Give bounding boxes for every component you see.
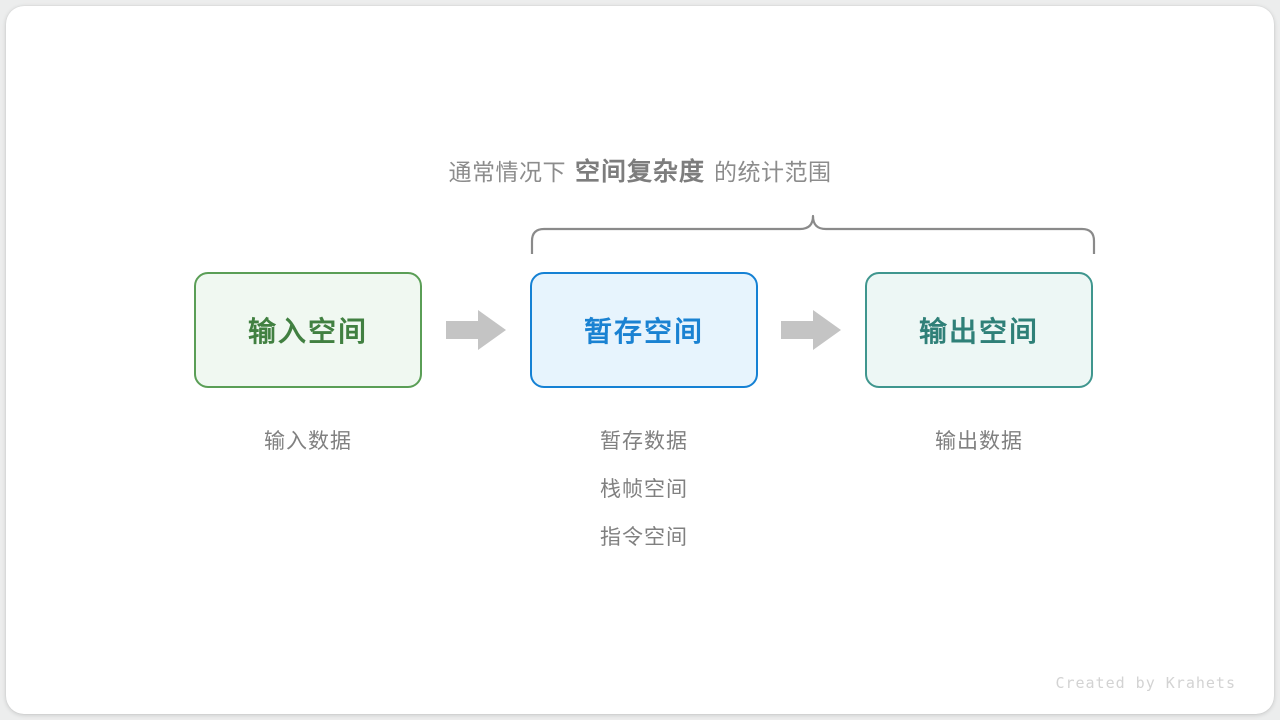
brace-container [525, 204, 1101, 256]
stage-title-input: 输入空间 [247, 316, 368, 347]
label-column-output: 输出数据 [865, 418, 1093, 466]
caption-suffix: 的统计范围 [714, 159, 832, 185]
caption-prefix: 通常情况下 [448, 159, 566, 185]
right-arrow-icon-temp-to-output [781, 310, 843, 350]
label-column-input: 输入数据 [194, 418, 422, 466]
stage-box-output[interactable]: 输出空间 [865, 272, 1093, 388]
label-column-temp: 暂存数据 栈帧空间 指令空间 [530, 418, 758, 562]
label-item: 输出数据 [935, 430, 1023, 453]
stage-labels: 输入数据 暂存数据 栈帧空间 指令空间 输出数据 [6, 418, 1274, 568]
stage-box-input[interactable]: 输入空间 [194, 272, 422, 388]
watermark-credit: Created by Krahets [1055, 674, 1236, 692]
label-item: 暂存数据 [600, 430, 688, 453]
label-item: 指令空间 [600, 526, 688, 549]
right-arrow-icon-input-to-temp [446, 310, 508, 350]
stage-title-temp: 暂存空间 [583, 316, 704, 347]
diagram-card: 通常情况下空间复杂度的统计范围 输入空间 暂存空间 输出空间 [6, 6, 1274, 714]
stages-row: 输入空间 暂存空间 输出空间 [6, 272, 1274, 388]
stage-box-temp[interactable]: 暂存空间 [530, 272, 758, 388]
label-item: 输入数据 [264, 430, 352, 453]
curly-brace-icon [530, 214, 1096, 256]
caption-emphasis: 空间复杂度 [574, 158, 705, 186]
brace-caption: 通常情况下空间复杂度的统计范围 [6, 152, 1274, 192]
label-item: 栈帧空间 [600, 478, 688, 501]
stage-title-output: 输出空间 [918, 316, 1039, 347]
